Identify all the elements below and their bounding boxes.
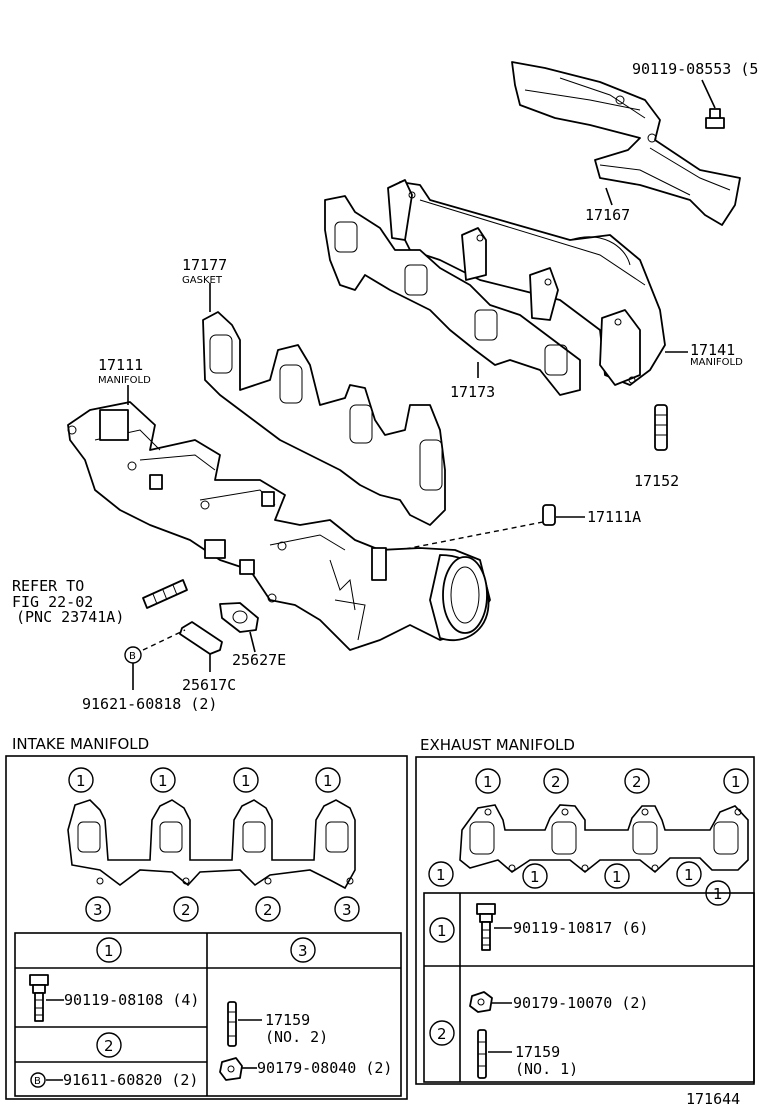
exhaust-top-markers: 1 2 2 1: [475, 768, 749, 794]
intake-section-box: [5, 755, 408, 1100]
callout-17173: 17173: [450, 383, 495, 401]
exhaust-row1-part: 90119-10817 (6): [513, 919, 648, 937]
exhaust-gasket: [202, 311, 446, 526]
nut-90179-10070-icon: [469, 991, 493, 1013]
refer-line-1: REFER TO: [12, 577, 84, 595]
callout-17111a: 17111A: [587, 508, 641, 526]
intake-top-marker-4: 1: [323, 772, 333, 790]
exhaust-table-row2-header: 2: [437, 1025, 447, 1043]
callout-17141-desc: MANIFOLD: [690, 357, 743, 368]
intake-col3-part2: 90179-08040 (2): [257, 1059, 392, 1077]
intake-gasket-illustration: [67, 799, 356, 890]
intake-bottom-marker-2: 2: [181, 901, 191, 919]
bolt-90119-10817-icon: [476, 903, 496, 951]
intake-bottom-markers: 3 2 2 3: [85, 896, 360, 922]
intake-row2-b-circle: [30, 1072, 46, 1088]
exhaust-bottom-marker-1: 1: [436, 866, 446, 884]
intake-row2-part: 91611-60820 (2): [63, 1071, 198, 1089]
stud-17152: [654, 404, 668, 451]
exhaust-table-row1-header: 1: [437, 922, 447, 940]
intake-gasket: [324, 195, 581, 396]
intake-col3-part1-num: 17159: [265, 1011, 310, 1029]
exhaust-gasket-illustration: [459, 804, 749, 874]
intake-section-title: INTAKE MANIFOLD: [12, 735, 149, 753]
bolt-b-marker: B: [129, 651, 136, 662]
callout-17177-desc: GASKET: [182, 275, 223, 286]
exhaust-top-marker-2: 2: [551, 773, 561, 791]
callout-17152: 17152: [634, 472, 679, 490]
refer-line-3: (PNC 23741A): [16, 608, 124, 626]
callout-17177: 17177: [182, 256, 227, 274]
exhaust-manifold: [387, 179, 666, 386]
stud-pnc-23741a: [142, 579, 188, 609]
callout-17141: 17141: [690, 341, 735, 359]
intake-row2-marker: B: [34, 1076, 41, 1087]
intake-table-row2-header: 2: [104, 1037, 114, 1055]
stud-17159-no2-icon: [227, 1001, 237, 1047]
intake-top-markers: 1 1 1 1: [68, 767, 341, 793]
gasket-25627e: [219, 602, 259, 633]
intake-manifold: [67, 401, 491, 651]
exhaust-bottom-marker-3: 1: [612, 868, 622, 886]
exhaust-top-marker-3: 2: [632, 773, 642, 791]
intake-top-marker-2: 1: [158, 772, 168, 790]
exhaust-section-title: EXHAUST MANIFOLD: [420, 736, 575, 754]
exhaust-bottom-marker-2: 1: [530, 868, 540, 886]
exhaust-row2-part2-sub: (NO. 1): [515, 1060, 578, 1078]
exhaust-bottom-marker-5: 1: [713, 885, 723, 903]
exhaust-row2-part2-num: 17159: [515, 1043, 560, 1061]
intake-bottom-marker-1: 3: [93, 901, 103, 919]
nut-90179-08040-icon: [219, 1057, 243, 1081]
intake-bottom-marker-4: 3: [342, 901, 352, 919]
intake-top-marker-3: 1: [241, 772, 251, 790]
callout-17111-desc: MANIFOLD: [98, 375, 151, 386]
intake-table-col3-header: 3: [298, 942, 308, 960]
exhaust-row2-part1: 90179-10070 (2): [513, 994, 648, 1012]
intake-bottom-marker-3: 2: [263, 901, 273, 919]
exhaust-top-marker-1: 1: [483, 773, 493, 791]
part-17111a: [542, 504, 556, 526]
callout-17111: 17111: [98, 356, 143, 374]
intake-col3-part1-sub: (NO. 2): [265, 1028, 328, 1046]
intake-row1-part: 90119-08108 (4): [64, 991, 199, 1009]
callout-17167: 17167: [585, 206, 630, 224]
callout-90119-08553: 90119-08553 (5): [632, 60, 760, 78]
intake-table-col1-header: 1: [104, 942, 114, 960]
callout-25617c: 25617C: [182, 676, 236, 694]
bolt-90119-08553: [701, 79, 725, 129]
figure-number: 171644: [686, 1090, 740, 1108]
callout-91621-60818: 91621-60818 (2): [82, 695, 217, 713]
exhaust-parts-table: [423, 892, 755, 1083]
intake-top-marker-1: 1: [76, 772, 86, 790]
refer-line-2: FIG 22-02: [12, 593, 93, 611]
heat-insulator: [511, 61, 741, 226]
exhaust-bottom-marker-4: 1: [684, 866, 694, 884]
plate-25617c: [179, 621, 223, 655]
bolt-90119-08108-icon: [29, 974, 49, 1022]
intake-parts-table: [14, 932, 402, 1097]
callout-25627e: 25627E: [232, 651, 286, 669]
exhaust-top-marker-4: 1: [731, 773, 741, 791]
stud-17159-no1-icon: [477, 1029, 487, 1079]
